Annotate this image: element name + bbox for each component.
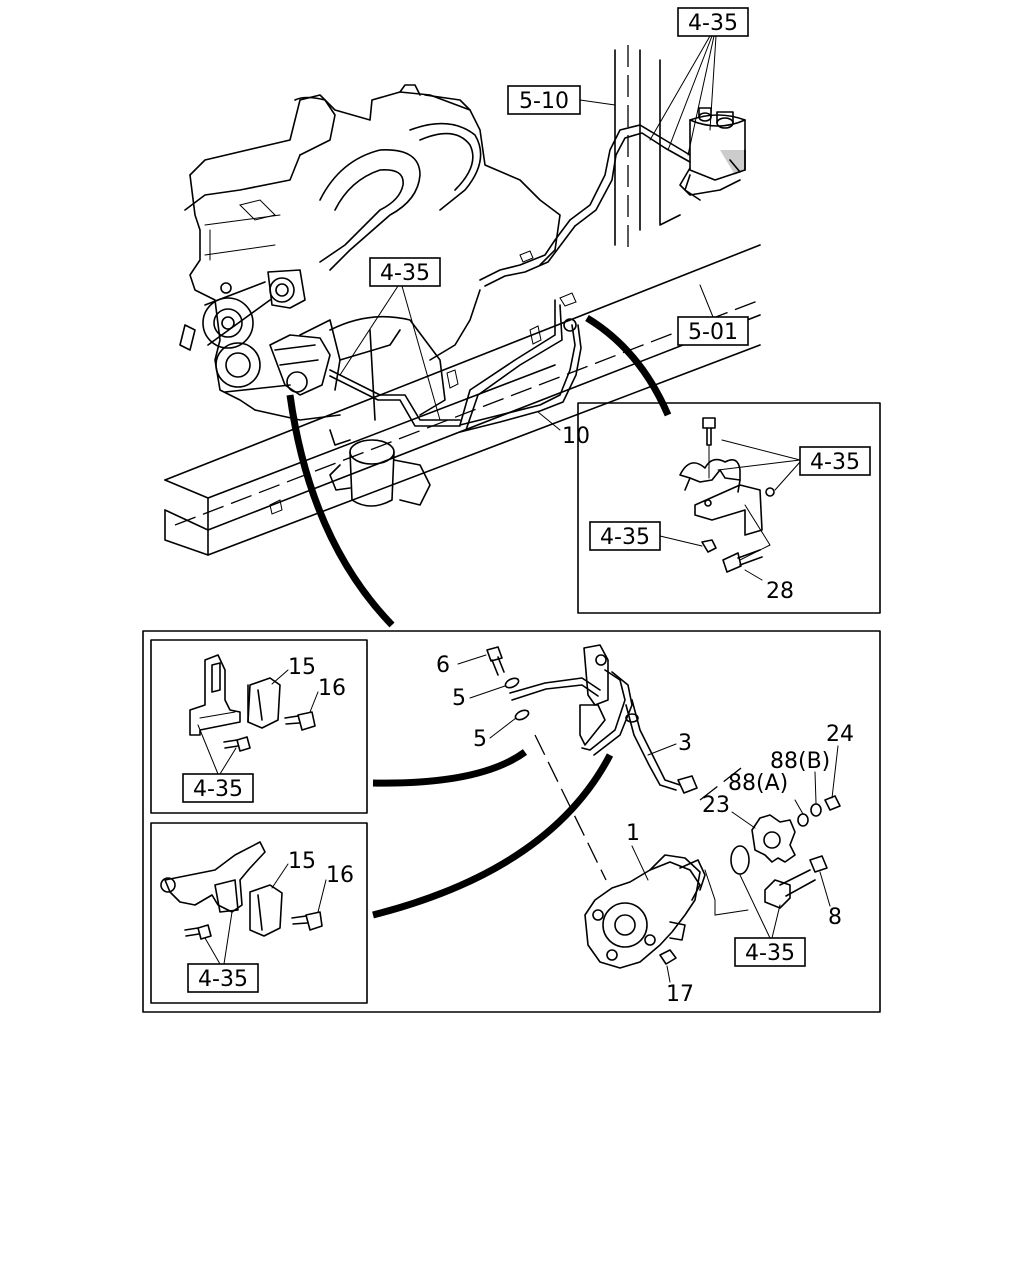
svg-text:4-35: 4-35 <box>745 941 795 966</box>
svg-text:8: 8 <box>828 905 842 930</box>
inset-bracket-bottom: 15 16 <box>160 841 354 940</box>
svg-text:23: 23 <box>702 793 730 818</box>
svg-text:5: 5 <box>452 686 466 711</box>
clamp-detail-box: 28 <box>577 402 881 614</box>
svg-text:4-35: 4-35 <box>198 967 248 992</box>
pump-assembly: 6 5 5 3 23 88(A) <box>436 644 854 1007</box>
svg-text:88(A): 88(A) <box>728 771 788 796</box>
engine-overview <box>164 45 761 556</box>
ref-tag-4-35-top: 4-35 <box>649 7 749 156</box>
ref-tag-4-35-box2: 4-35 <box>589 521 703 551</box>
svg-text:5-01: 5-01 <box>688 320 738 345</box>
ref-tag-4-35-box1: 4-35 <box>717 439 871 491</box>
svg-text:4-35: 4-35 <box>810 450 860 475</box>
ref-tag-4-35-inset2: 4-35 <box>187 911 259 993</box>
svg-text:6: 6 <box>436 653 450 678</box>
ref-tag-5-10: 5-10 <box>507 85 616 115</box>
ref-tag-5-01: 5-01 <box>677 284 749 346</box>
svg-text:28: 28 <box>766 579 794 604</box>
ref-tag-4-35-mid: 4-35 <box>339 257 441 421</box>
svg-text:10: 10 <box>562 424 590 449</box>
svg-text:17: 17 <box>666 982 694 1007</box>
svg-text:16: 16 <box>326 863 354 888</box>
svg-text:88(B): 88(B) <box>770 749 830 774</box>
svg-text:15: 15 <box>288 849 316 874</box>
inset-bracket-top: 15 16 <box>189 654 346 752</box>
svg-text:3: 3 <box>678 731 692 756</box>
svg-text:4-35: 4-35 <box>600 525 650 550</box>
svg-text:4-35: 4-35 <box>193 777 243 802</box>
svg-text:4-35: 4-35 <box>380 261 430 286</box>
svg-text:1: 1 <box>626 821 640 846</box>
svg-text:16: 16 <box>318 676 346 701</box>
svg-text:24: 24 <box>826 722 854 747</box>
svg-text:15: 15 <box>288 655 316 680</box>
pump-detail-frame <box>142 630 881 1013</box>
svg-text:5-10: 5-10 <box>519 89 569 114</box>
callout-10: 10 <box>537 411 590 449</box>
svg-text:5: 5 <box>473 727 487 752</box>
ref-tag-4-35-main: 4-35 <box>734 874 806 967</box>
leader-curves <box>286 315 672 919</box>
svg-text:4-35: 4-35 <box>688 11 738 36</box>
ref-tag-4-35-inset1: 4-35 <box>182 724 254 803</box>
